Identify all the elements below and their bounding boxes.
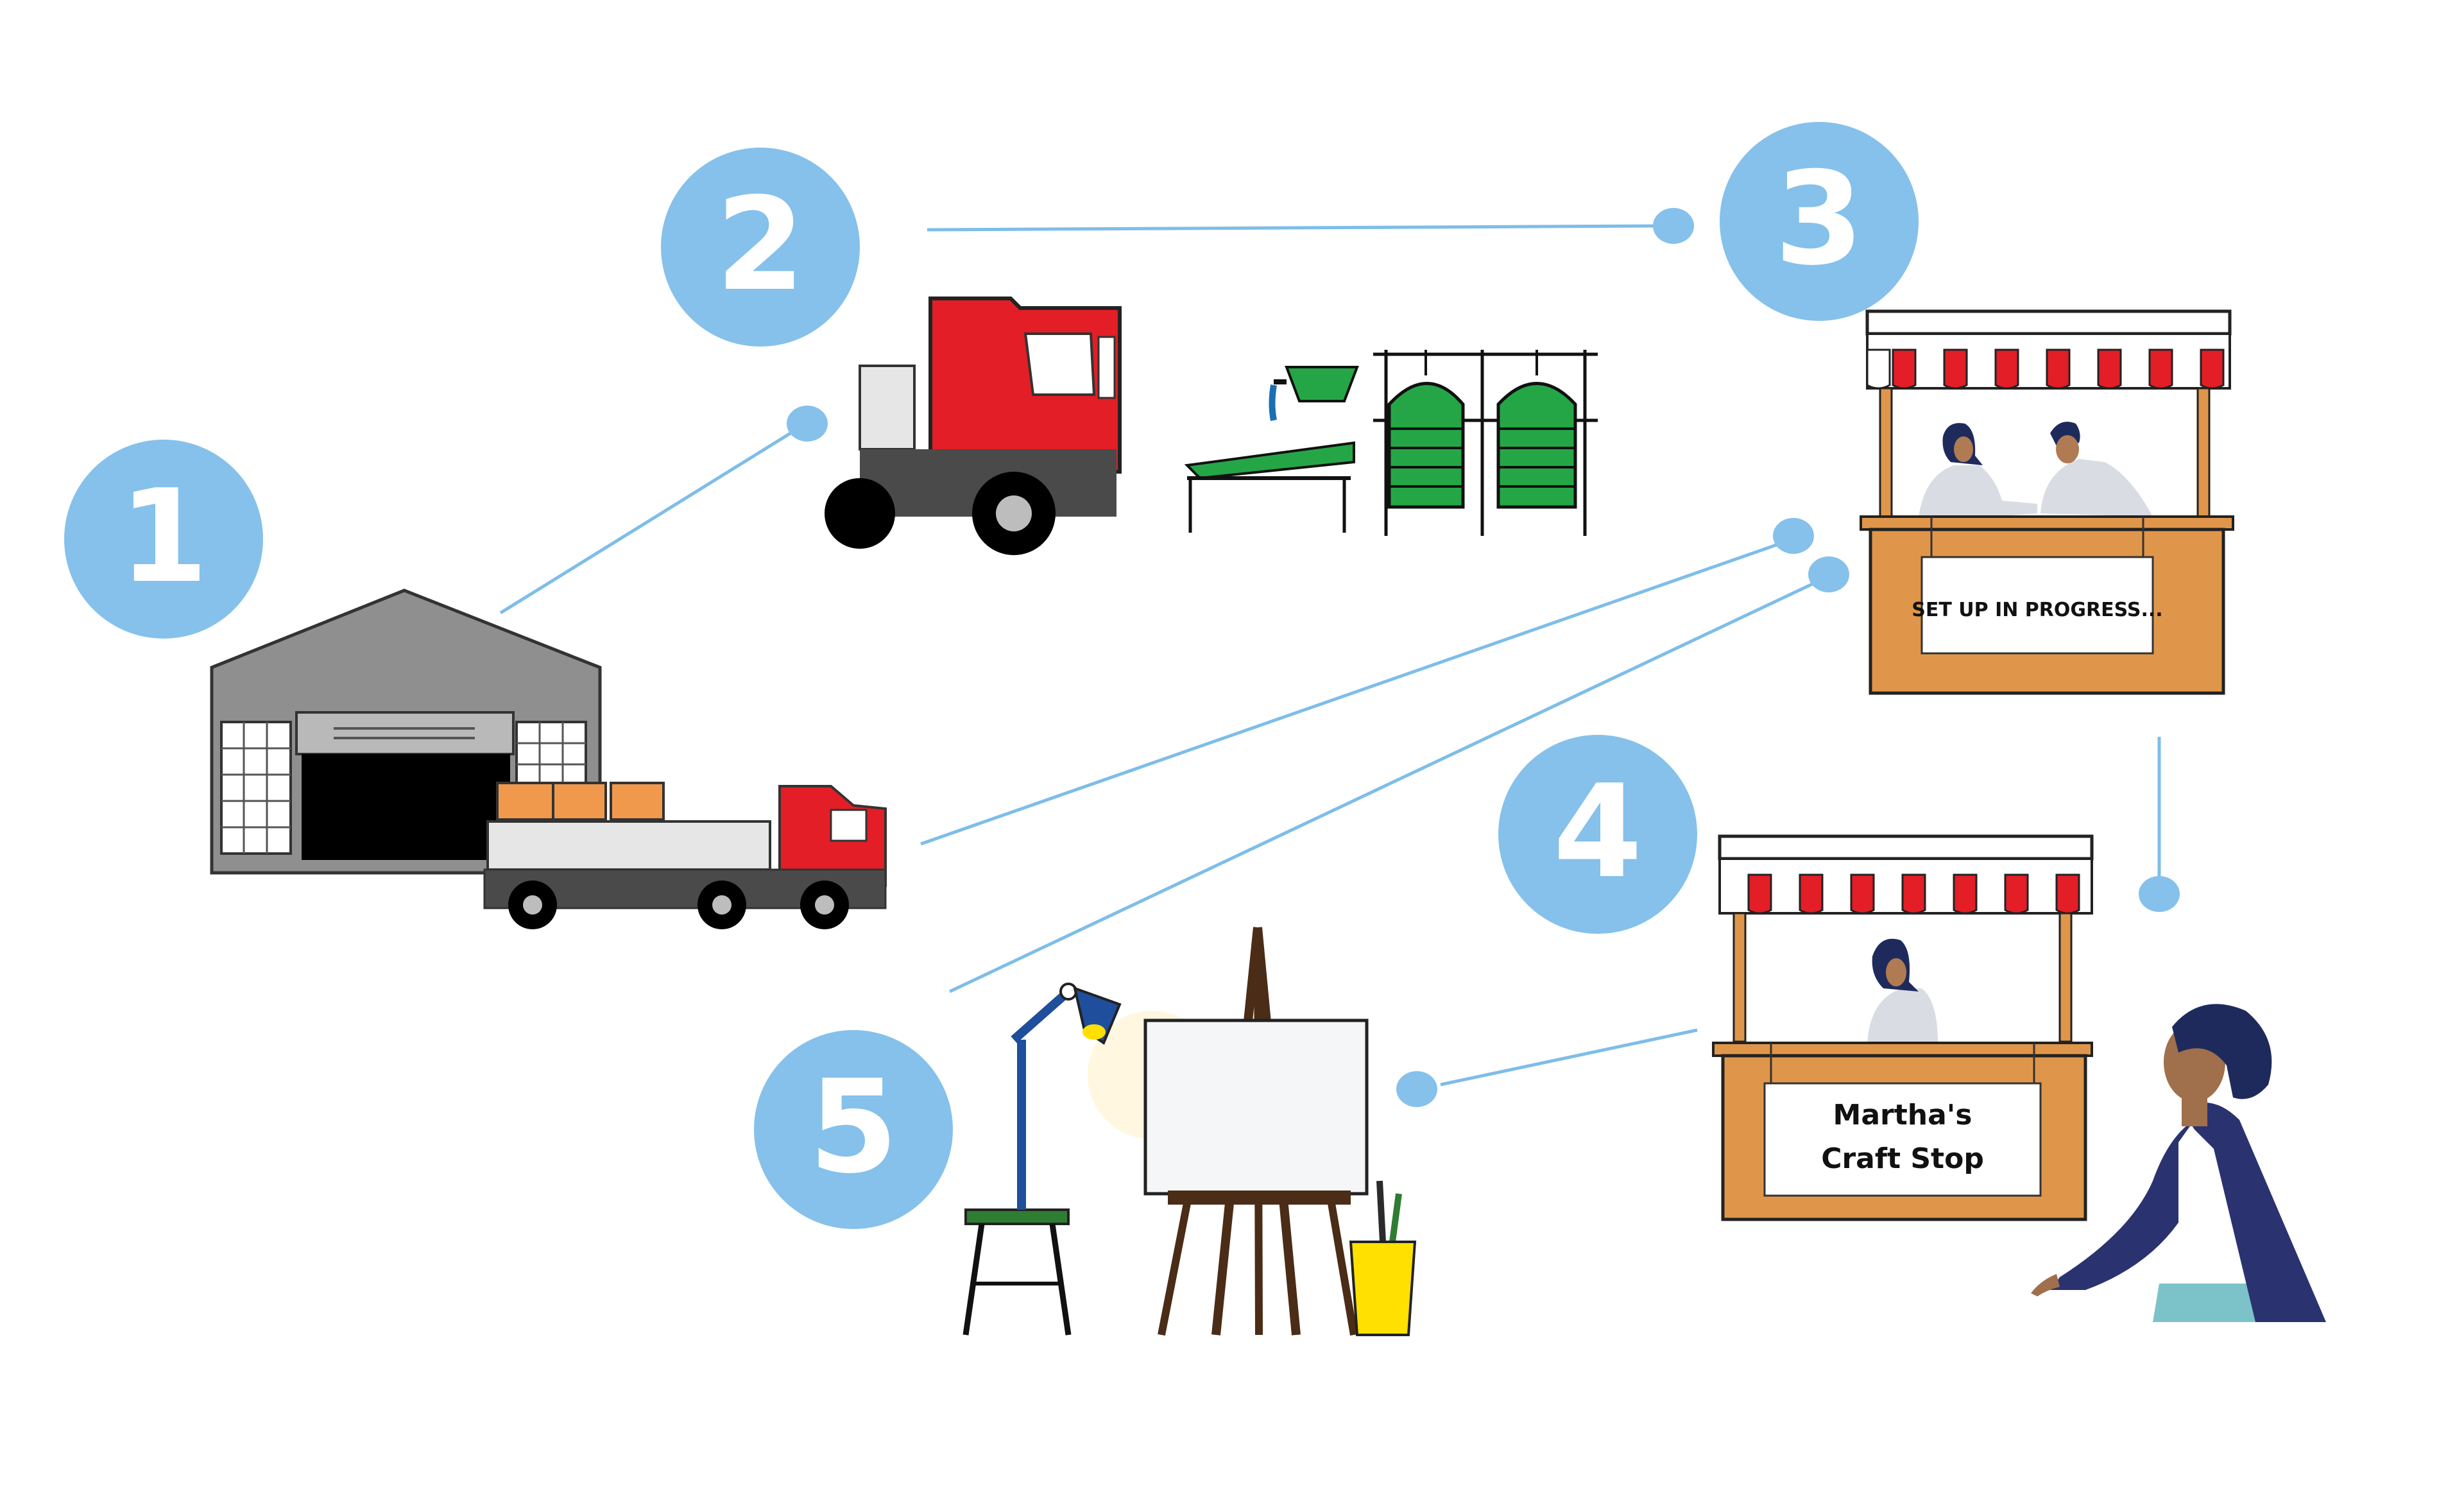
connector-1-3 — [920, 540, 1784, 846]
step-1-badge: 1 — [64, 440, 263, 639]
connector-dot — [1653, 208, 1694, 244]
stall-4-sign-line2: Craft Stop — [1821, 1142, 1984, 1175]
connectors — [499, 224, 2161, 1087]
connector-dot — [2139, 876, 2180, 912]
step-4-number: 4 — [1553, 757, 1642, 907]
flatbed-truck-illustration — [483, 782, 887, 929]
connector-5-3 — [948, 579, 1820, 993]
delivery-truck-illustration — [825, 297, 1122, 555]
connector-1-2 — [499, 428, 797, 615]
processing-machine-illustration — [1184, 350, 1598, 536]
connector-dot — [787, 406, 828, 442]
connector-dot — [1773, 518, 1814, 554]
stall-3-sign-text: SET UP IN PROGRESS... — [1912, 599, 2162, 621]
step-5-badge: 5 — [754, 1030, 953, 1229]
step-3-number: 3 — [1774, 144, 1863, 294]
step-1-number: 1 — [119, 462, 208, 612]
craft-stall-illustration: Martha's Craft Stop — [1712, 834, 2094, 1221]
customer-illustration — [2031, 1004, 2326, 1322]
art-studio-illustration — [963, 927, 1417, 1336]
connector-dot — [1808, 556, 1849, 592]
step-2-badge: 2 — [661, 148, 860, 347]
stall-4-sign-line1: Martha's — [1833, 1099, 1972, 1131]
step-4-badge: 4 — [1498, 735, 1697, 934]
connector-dots — [787, 208, 2180, 1107]
step-2-number: 2 — [715, 170, 805, 320]
step-5-number: 5 — [809, 1053, 898, 1202]
connector-5-4 — [1440, 1028, 1698, 1087]
connector-2-3 — [927, 224, 1663, 232]
step-3-badge: 3 — [1720, 122, 1919, 321]
connector-dot — [1396, 1071, 1437, 1107]
stall-setup-illustration: SET UP IN PROGRESS... — [1860, 309, 2234, 695]
